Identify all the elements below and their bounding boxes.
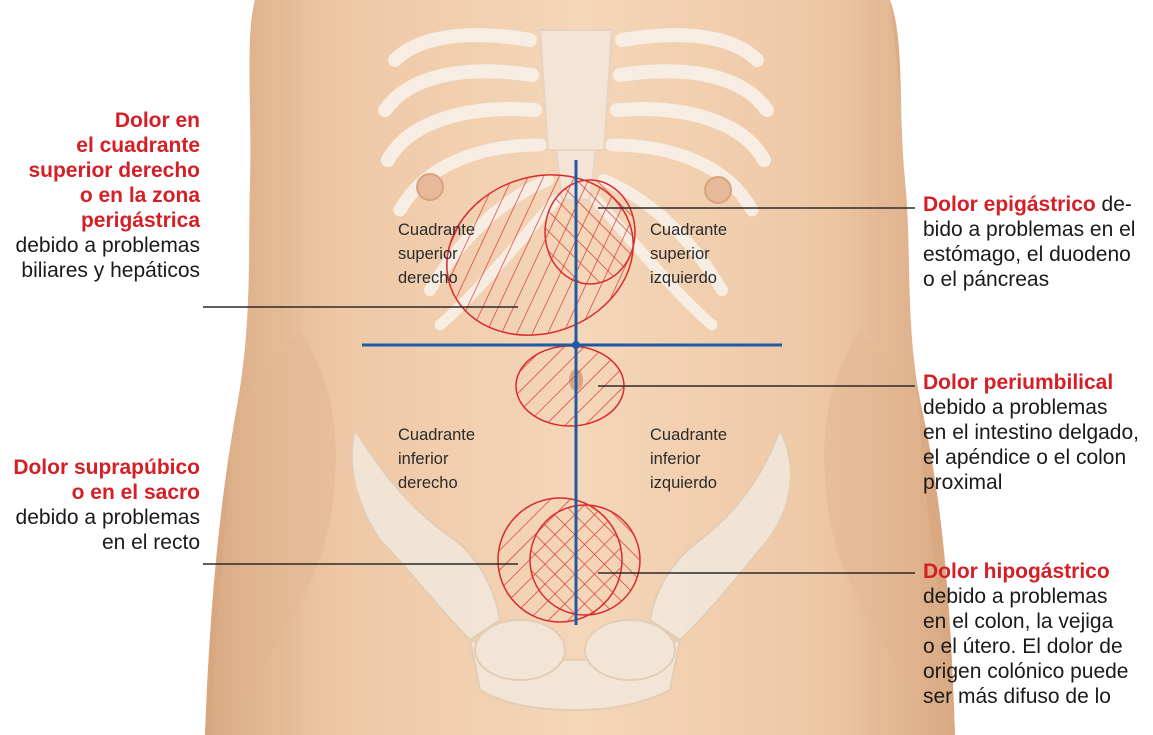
callout-text: ser más difuso de lo xyxy=(923,684,1129,709)
callout-right-upper-quadrant: Dolor en el cuadrante superior derecho o… xyxy=(16,108,200,283)
callout-title: o en la zona xyxy=(16,183,200,208)
callout-text: debido a problemas xyxy=(923,395,1139,420)
callout-text: en el colon, la vejiga xyxy=(923,609,1129,634)
callout-title: perigástrica xyxy=(16,208,200,233)
callout-title: Dolor hipogástrico xyxy=(923,559,1129,584)
callout-hypogastric: Dolor hipogástrico debido a problemas en… xyxy=(923,559,1129,709)
callout-text: estómago, el duodeno xyxy=(923,242,1135,267)
callout-title: o en el sacro xyxy=(13,480,200,505)
callout-text: biliares y hepáticos xyxy=(16,258,200,283)
callout-text: debido a problemas xyxy=(923,584,1129,609)
callout-text: origen colónico puede xyxy=(923,659,1129,684)
callout-text: bido a problemas en el xyxy=(923,217,1135,242)
callout-epigastric: Dolor epigástrico de- bido a problemas e… xyxy=(923,192,1135,292)
callout-text: de- xyxy=(1096,193,1132,216)
callout-text: el apéndice o el colon xyxy=(923,445,1139,470)
callout-text: en el intestino delgado, xyxy=(923,420,1139,445)
pain-zone-hypogastric xyxy=(498,498,640,622)
callout-title: superior derecho xyxy=(16,158,200,183)
callout-text: o el útero. El dolor de xyxy=(923,634,1129,659)
callout-title: Dolor suprapúbico xyxy=(13,455,200,480)
callout-text: debido a problemas xyxy=(13,505,200,530)
callout-text: en el recto xyxy=(13,530,200,555)
callout-title: Dolor epigástrico xyxy=(923,193,1096,216)
callout-title: Dolor periumbilical xyxy=(923,370,1139,395)
callout-title: Dolor en xyxy=(16,108,200,133)
callout-periumbilical: Dolor periumbilical debido a problemas e… xyxy=(923,370,1139,495)
callout-text: debido a problemas xyxy=(16,233,200,258)
callout-text: proximal xyxy=(923,470,1139,495)
callout-suprapubic: Dolor suprapúbico o en el sacro debido a… xyxy=(13,455,200,555)
callout-text: o el páncreas xyxy=(923,267,1135,292)
callout-title: el cuadrante xyxy=(16,133,200,158)
